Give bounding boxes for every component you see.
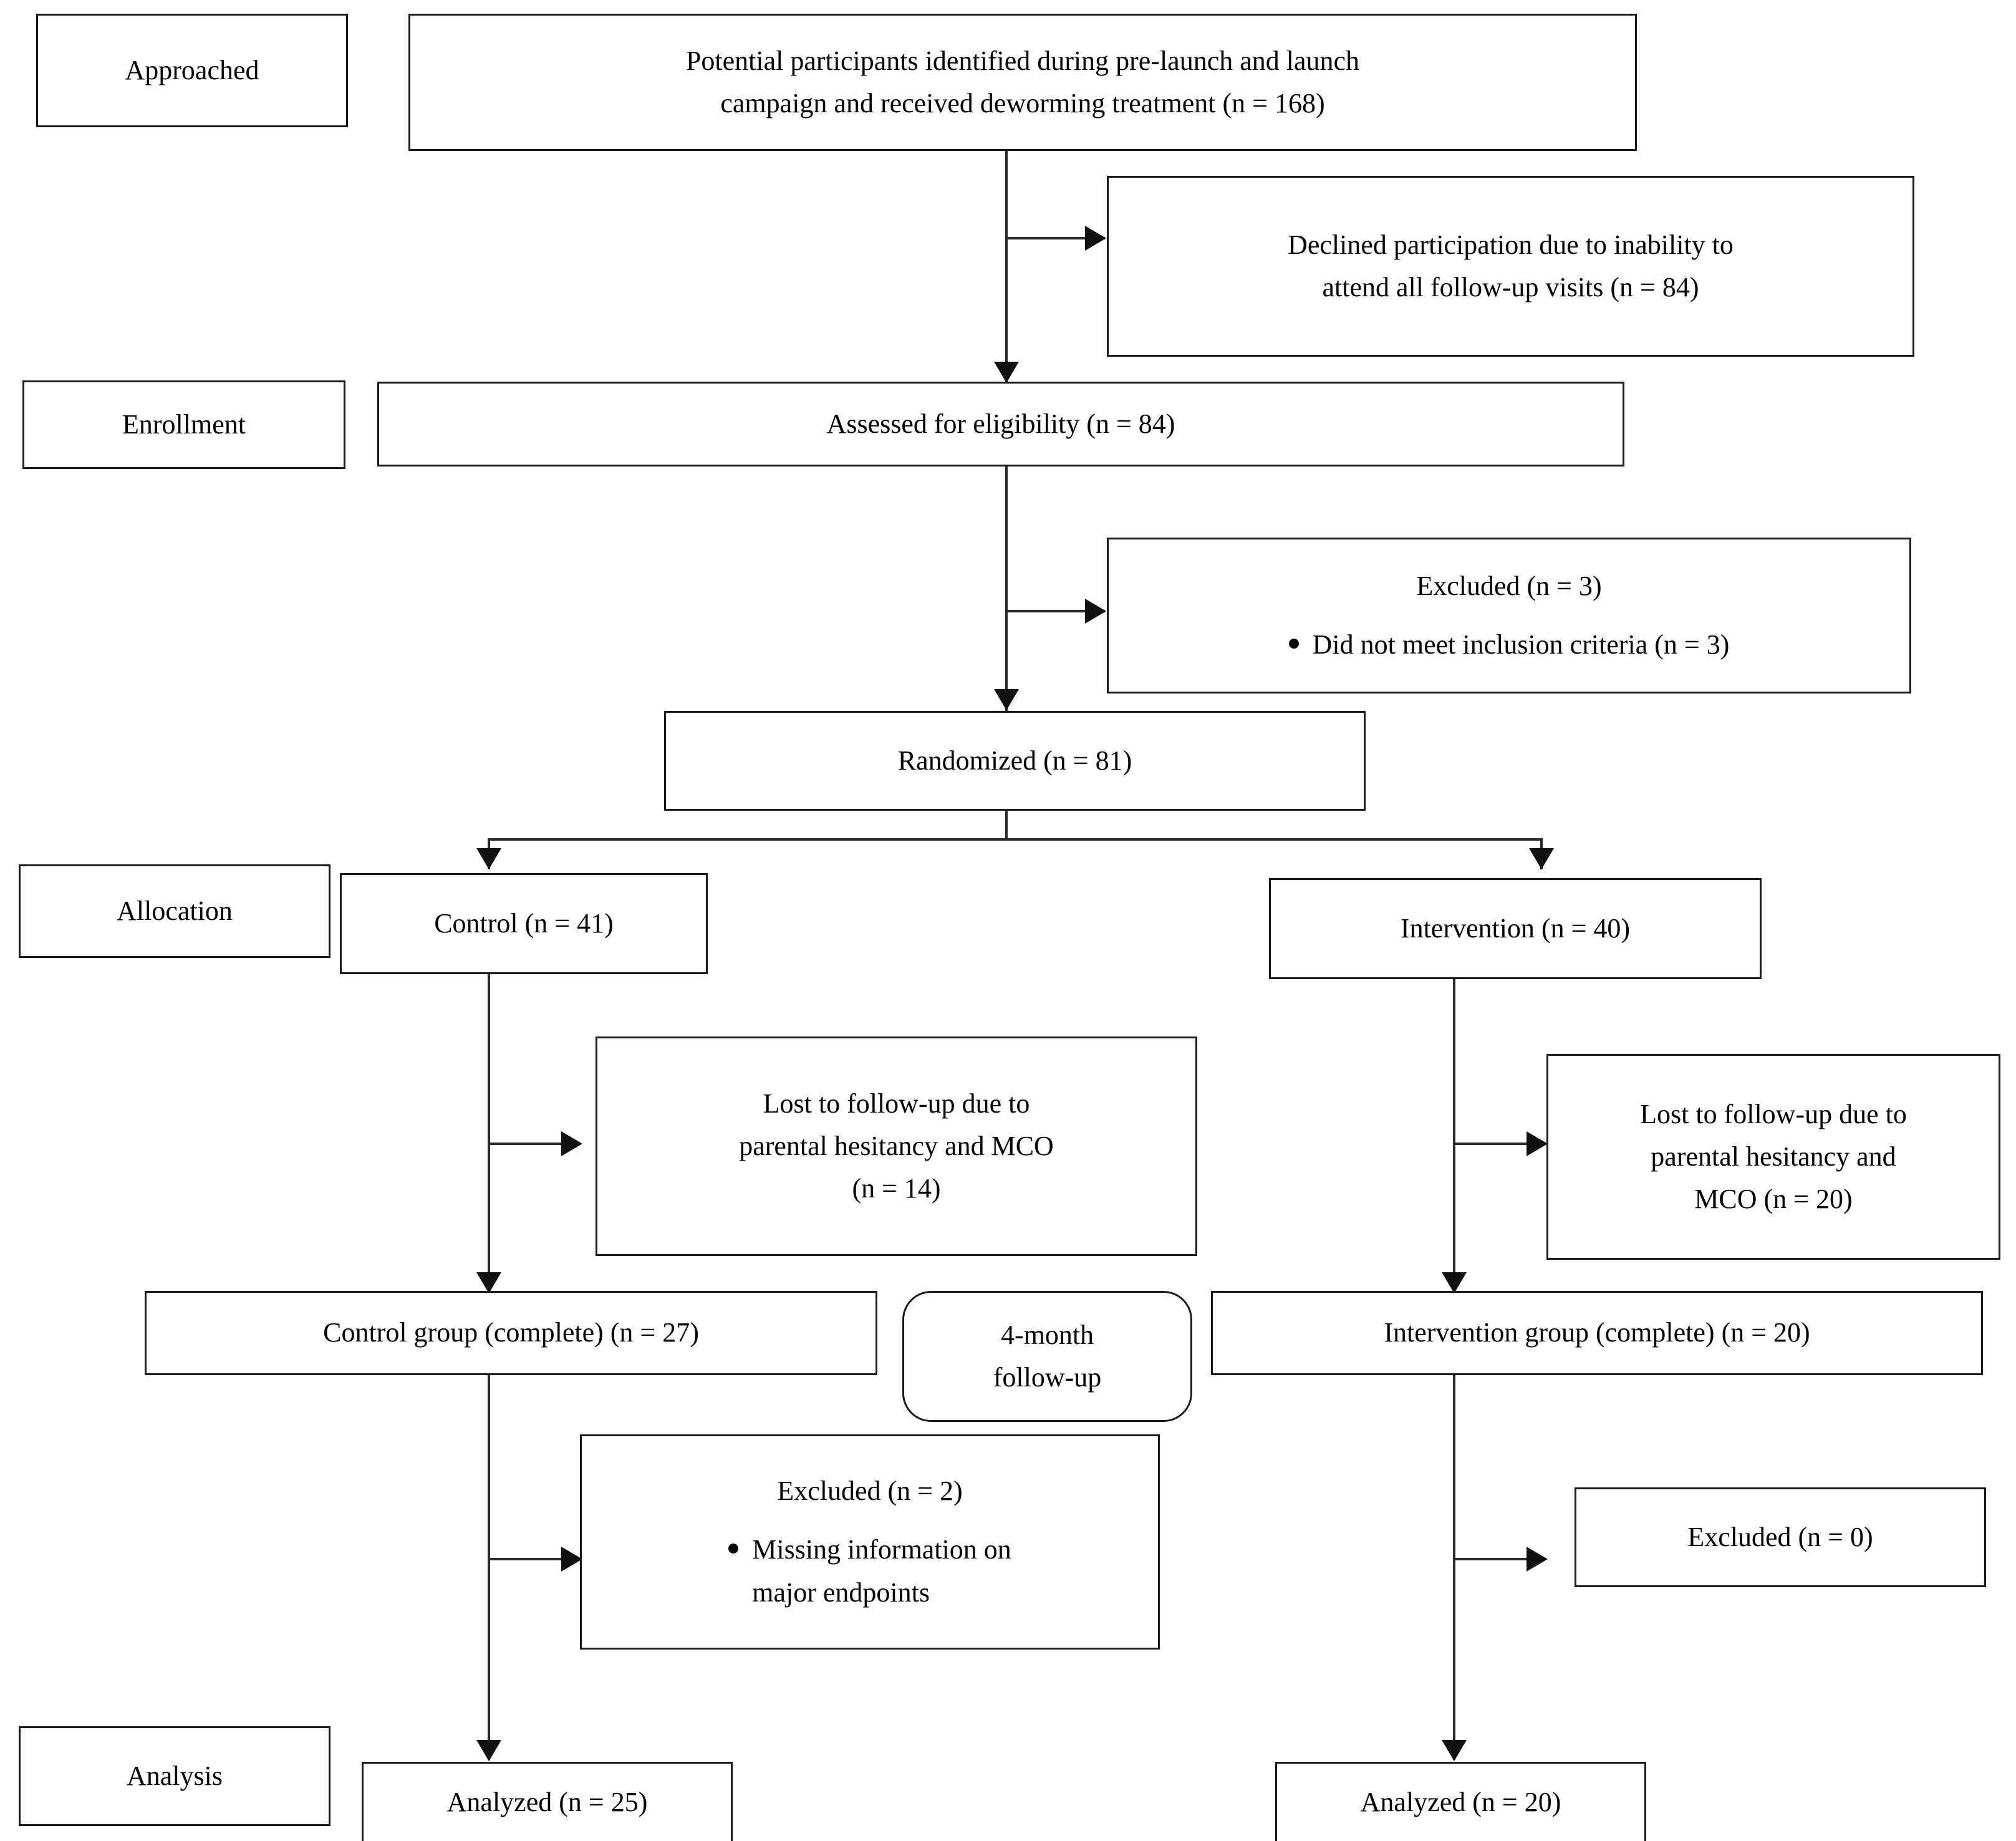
connector-assessed-to-randomized (1005, 466, 1008, 713)
node-excluded-control-heading: Excluded (n = 2) (777, 1476, 963, 1507)
stage-label-approached-text: Approached (125, 54, 259, 85)
connector-randomized-split-bar (488, 838, 1541, 841)
stage-label-allocation-text: Allocation (117, 895, 233, 926)
connector-intervention-complete-to-excluded (1453, 1558, 1540, 1560)
arrowhead-to-lost-control (561, 1131, 582, 1156)
node-intervention-allocation: Intervention (n = 40) (1269, 878, 1762, 979)
connector-control-to-lost (488, 1143, 575, 1145)
stage-label-analysis-text: Analysis (127, 1760, 223, 1791)
node-lost-intervention-line3: MCO (n = 20) (1694, 1184, 1853, 1215)
node-randomized: Randomized (n = 81) (664, 711, 1366, 811)
node-identified-line1: Potential participants identified during… (685, 45, 1360, 76)
connector-randomized-down (1005, 811, 1008, 841)
stage-label-analysis: Analysis (19, 1726, 330, 1826)
node-control-allocation: Control (n = 41) (340, 873, 708, 974)
bullet-dot-icon (728, 1544, 739, 1554)
connector-intervention-to-lost (1453, 1143, 1540, 1145)
node-followup-period: 4-month follow-up (902, 1291, 1192, 1422)
node-excluded-intervention-text: Excluded (n = 0) (1687, 1521, 1873, 1552)
node-excluded-intervention: Excluded (n = 0) (1575, 1487, 1986, 1587)
node-declined-line2: attend all follow-up visits (n = 84) (1322, 272, 1699, 302)
arrowhead-to-control-complete (476, 1272, 501, 1293)
arrowhead-to-excluded-enrollment (1085, 599, 1106, 624)
node-excluded-enrollment-bullet: Did not meet inclusion criteria (n = 3) (1288, 624, 1730, 666)
node-analyzed-intervention: Analyzed (n = 20) (1275, 1762, 1646, 1841)
node-identified: Potential participants identified during… (408, 14, 1637, 151)
connector-control-to-complete (488, 974, 490, 1292)
node-lost-intervention-line2: parental hesitancy and (1651, 1141, 1896, 1172)
node-excluded-control-bullet-line1: Missing information on (752, 1534, 1011, 1565)
node-control-text: Control (n = 41) (434, 907, 614, 939)
arrowhead-to-declined (1085, 226, 1106, 251)
stage-label-enrollment: Enrollment (22, 380, 345, 469)
arrowhead-to-excluded-control (561, 1547, 582, 1572)
node-assessed-for-eligibility: Assessed for eligibility (n = 84) (377, 382, 1624, 466)
arrowhead-to-analyzed-intervention (1442, 1740, 1467, 1761)
connector-control-complete-to-analyzed (488, 1373, 490, 1760)
connector-intervention-to-complete (1453, 979, 1455, 1294)
node-followup-period-line2: follow-up (993, 1362, 1102, 1393)
node-assessed-text: Assessed for eligibility (n = 84) (826, 408, 1175, 439)
arrowhead-to-intervention-complete (1442, 1272, 1467, 1293)
node-control-complete-text: Control group (complete) (n = 27) (323, 1317, 699, 1348)
node-lost-control-line3: (n = 14) (852, 1173, 941, 1204)
node-excluded-control-bullet: Missing information on major endpoints (728, 1529, 1011, 1613)
arrowhead-to-control (476, 848, 501, 869)
connector-identified-to-declined (1005, 237, 1105, 239)
stage-label-allocation: Allocation (19, 864, 330, 958)
node-lost-followup-intervention: Lost to follow-up due to parental hesita… (1546, 1054, 2000, 1260)
node-control-group-complete: Control group (complete) (n = 27) (145, 1291, 877, 1375)
node-excluded-enrollment-heading: Excluded (n = 3) (1416, 570, 1602, 601)
node-lost-intervention-line1: Lost to follow-up due to (1640, 1098, 1907, 1129)
node-followup-period-line1: 4-month (1000, 1319, 1094, 1350)
stage-label-enrollment-text: Enrollment (122, 408, 246, 440)
arrowhead-to-intervention (1529, 848, 1554, 869)
connector-intervention-complete-to-analyzed (1453, 1373, 1455, 1760)
node-randomized-text: Randomized (n = 81) (897, 745, 1132, 776)
stage-label-approached: Approached (36, 14, 348, 127)
connector-identified-to-assessed (1005, 151, 1008, 385)
node-declined-line1: Declined participation due to inability … (1288, 229, 1734, 260)
node-excluded-enrollment-bullet-text: Did not meet inclusion criteria (n = 3) (1312, 629, 1730, 660)
node-lost-control-line1: Lost to follow-up due to (763, 1088, 1030, 1119)
node-identified-line2: campaign and received deworming treatmen… (720, 88, 1325, 118)
arrowhead-to-analyzed-control (476, 1740, 501, 1761)
connector-control-complete-to-excluded (488, 1558, 575, 1560)
node-declined: Declined participation due to inability … (1107, 176, 1914, 357)
node-analyzed-control: Analyzed (n = 25) (362, 1762, 733, 1841)
node-intervention-complete-text: Intervention group (complete) (n = 20) (1384, 1317, 1810, 1348)
arrowhead-to-excluded-intervention (1526, 1547, 1548, 1572)
arrowhead-to-randomized (994, 689, 1019, 710)
node-excluded-enrollment: Excluded (n = 3) Did not meet inclusion … (1107, 538, 1911, 693)
bullet-dot-icon (1288, 639, 1299, 649)
node-lost-followup-control: Lost to follow-up due to parental hesita… (596, 1036, 1197, 1256)
node-lost-control-line2: parental hesitancy and MCO (739, 1130, 1054, 1161)
node-analyzed-intervention-text: Analyzed (n = 20) (1360, 1786, 1561, 1817)
connector-assessed-to-excluded (1005, 610, 1105, 612)
node-excluded-control: Excluded (n = 2) Missing information on … (580, 1434, 1160, 1650)
node-excluded-control-bullet-line2: major endpoints (752, 1577, 930, 1608)
node-intervention-group-complete: Intervention group (complete) (n = 20) (1211, 1291, 1983, 1375)
arrowhead-to-lost-intervention (1526, 1131, 1548, 1156)
node-analyzed-control-text: Analyzed (n = 25) (446, 1786, 648, 1817)
arrowhead-to-assessed (994, 362, 1019, 383)
node-intervention-text: Intervention (n = 40) (1400, 912, 1631, 944)
